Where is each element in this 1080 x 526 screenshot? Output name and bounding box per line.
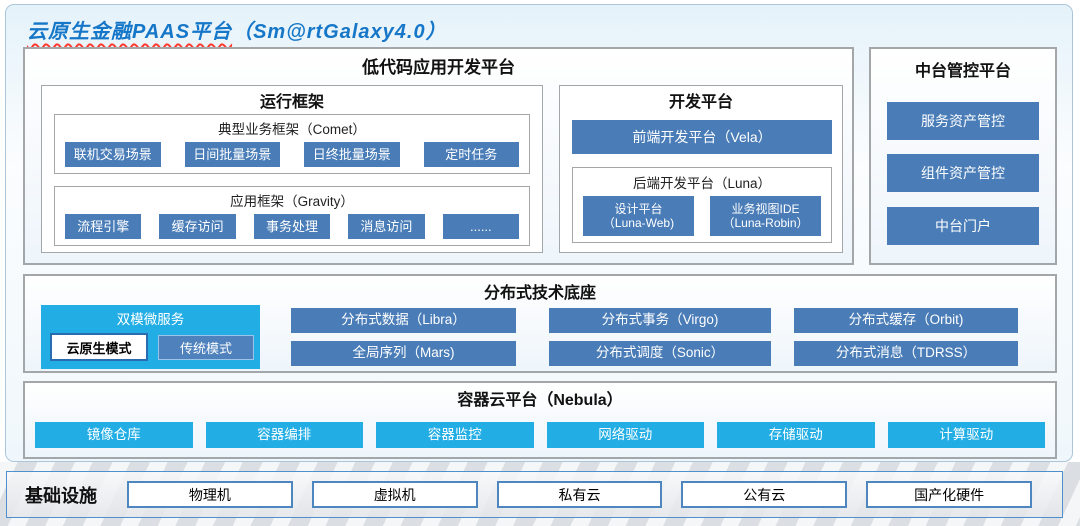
dev-platform-title: 开发平台 (668, 94, 733, 111)
block-image-registry: 镜像仓库 (35, 422, 193, 448)
block-network-driver: 网络驱动 (546, 422, 704, 448)
luna-backend-panel: 后端开发平台（Luna） 设计平台 （Luna-Web) 业务视图IDE （Lu… (572, 167, 832, 243)
block-traditional-mode: 传统模式 (158, 335, 254, 360)
comet-framework-title: 典型业务框架（Comet） (218, 122, 366, 137)
container-cloud-title: 容器云平台（Nebula） (457, 392, 623, 409)
block-process-engine: 流程引擎 (65, 214, 142, 239)
outer-frame: 云原生金融PAAS平台（Sm@rtGalaxy4.0） 低代码应用开发平台 运行… (5, 4, 1073, 462)
block-virtual-machine: 虚拟机 (311, 481, 478, 508)
low-code-platform-title: 低代码应用开发平台 (362, 58, 515, 77)
infrastructure-panel: 基础设施 物理机 虚拟机 私有云 公有云 国产化硬件 (6, 471, 1063, 518)
block-cloud-native-mode: 云原生模式 (50, 333, 148, 361)
gravity-module-row: 流程引擎 缓存访问 事务处理 消息访问 ...... (65, 214, 520, 239)
block-domestic-hardware: 国产化硬件 (866, 481, 1032, 508)
diagram-title-suffix: （Sm@rtGalaxy4.0） (232, 21, 447, 43)
diagram-title: 云原生金融PAAS平台（Sm@rtGalaxy4.0） (27, 15, 447, 44)
block-storage-driver: 存储驱动 (717, 422, 875, 448)
block-luna-web: 设计平台 （Luna-Web) (583, 196, 694, 236)
container-cloud-row: 镜像仓库 容器编排 容器监控 网络驱动 存储驱动 计算驱动 (35, 422, 1045, 448)
block-eod-batch: 日终批量场景 (304, 142, 400, 167)
infrastructure-band: 基础设施 物理机 虚拟机 私有云 公有云 国产化硬件 (0, 462, 1080, 526)
block-container-monitoring: 容器监控 (376, 422, 534, 448)
luna-web-line2: （Luna-Web) (602, 216, 675, 230)
distributed-base-title: 分布式技术底座 (483, 285, 596, 302)
comet-framework-panel: 典型业务框架（Comet） 联机交易场景 日间批量场景 日终批量场景 定时任务 (54, 114, 530, 174)
mid-platform-title: 中台管控平台 (914, 63, 1011, 80)
block-online-transaction: 联机交易场景 (65, 142, 161, 167)
block-vela-frontend: 前端开发平台（Vela） (572, 120, 832, 154)
block-transaction-processing: 事务处理 (253, 214, 331, 239)
mid-platform-panel: 中台管控平台 服务资产管控 组件资产管控 中台门户 (869, 47, 1057, 265)
block-daytime-batch: 日间批量场景 (184, 142, 280, 167)
luna-robin-line1: 业务视图IDE (731, 201, 800, 216)
block-distributed-transaction-virgo: 分布式事务（Virgo) (549, 308, 771, 333)
block-compute-driver: 计算驱动 (887, 422, 1045, 448)
dual-mode-title: 双模微服务 (116, 312, 185, 327)
runtime-framework-panel: 运行框架 典型业务框架（Comet） 联机交易场景 日间批量场景 日终批量场景 … (41, 85, 543, 253)
low-code-platform-panel: 低代码应用开发平台 运行框架 典型业务框架（Comet） 联机交易场景 日间批量… (23, 47, 854, 265)
comet-scenario-row: 联机交易场景 日间批量场景 日终批量场景 定时任务 (65, 142, 519, 167)
dev-platform-panel: 开发平台 前端开发平台（Vela） 后端开发平台（Luna） 设计平台 （Lun… (559, 85, 843, 253)
block-container-orchestration: 容器编排 (205, 422, 363, 448)
luna-web-line1: 设计平台 (614, 201, 663, 216)
gravity-framework-title: 应用框架（Gravity） (230, 194, 354, 209)
block-distributed-message-tdrss: 分布式消息（TDRSS） (794, 341, 1018, 366)
block-ellipsis: ...... (442, 214, 520, 239)
block-service-asset-control: 服务资产管控 (887, 102, 1039, 140)
diagram-title-main: 云原生金融PAAS平台 (27, 21, 233, 43)
distributed-base-panel: 分布式技术底座 双模微服务 云原生模式 传统模式 分布式数据（Libra） 分布… (23, 274, 1057, 373)
block-mid-portal: 中台门户 (887, 207, 1039, 245)
block-public-cloud: 公有云 (681, 481, 848, 508)
gravity-framework-panel: 应用框架（Gravity） 流程引擎 缓存访问 事务处理 消息访问 ...... (54, 186, 530, 246)
block-physical-machine: 物理机 (127, 481, 293, 508)
container-cloud-panel: 容器云平台（Nebula） 镜像仓库 容器编排 容器监控 网络驱动 存储驱动 计… (23, 381, 1057, 459)
infrastructure-row: 物理机 虚拟机 私有云 公有云 国产化硬件 (127, 481, 1032, 508)
block-distributed-data-libra: 分布式数据（Libra） (291, 308, 516, 333)
block-message-access: 消息访问 (348, 214, 425, 239)
block-component-asset-control: 组件资产管控 (887, 154, 1039, 192)
runtime-framework-title: 运行框架 (259, 94, 324, 111)
block-distributed-scheduling-sonic: 分布式调度（Sonic） (549, 341, 771, 366)
luna-tools-row: 设计平台 （Luna-Web) 业务视图IDE （Luna-Robin） (583, 196, 821, 236)
block-luna-robin: 业务视图IDE （Luna-Robin） (710, 196, 821, 236)
block-distributed-cache-orbit: 分布式缓存（Orbit) (794, 308, 1018, 333)
dual-mode-microservice-box: 双模微服务 云原生模式 传统模式 (41, 305, 260, 369)
block-scheduled-task: 定时任务 (423, 142, 519, 167)
luna-backend-title: 后端开发平台（Luna） (632, 176, 772, 191)
block-cache-access: 缓存访问 (159, 214, 236, 239)
luna-robin-line2: （Luna-Robin） (722, 216, 809, 230)
infrastructure-title: 基础设施 (25, 485, 97, 506)
block-private-cloud: 私有云 (496, 481, 663, 508)
block-global-sequence-mars: 全局序列（Mars) (291, 341, 516, 366)
